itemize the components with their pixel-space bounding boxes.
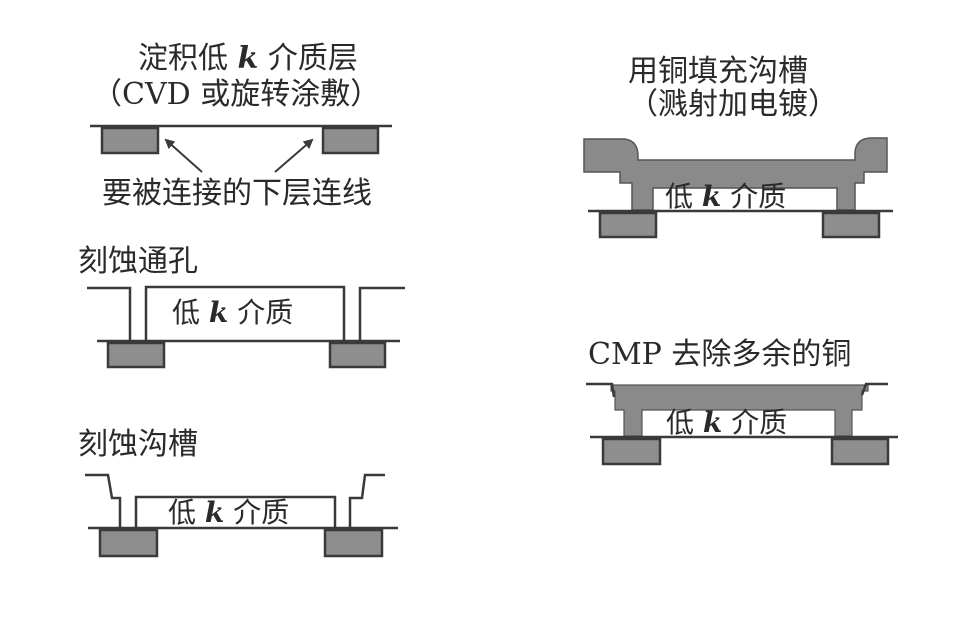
dielectric-left-outline xyxy=(85,473,122,528)
step-deposit-title: 淀积低 k 介质层 xyxy=(138,42,358,76)
low-k-dielectric-label: 低 k 介质 xyxy=(666,408,787,438)
copper-overfill xyxy=(583,137,888,211)
lower-metal-left xyxy=(98,528,159,558)
step-deposit-subtitle: （CVD 或旋转涂敷） xyxy=(92,77,381,112)
dielectric-left-outline xyxy=(586,382,616,398)
k-symbol: k xyxy=(204,496,225,529)
dielectric-center-outline xyxy=(134,495,337,528)
label-text: 介质 xyxy=(224,496,290,529)
step-etch-via-title: 刻蚀通孔 xyxy=(78,244,198,279)
label-text: 低 xyxy=(172,296,209,329)
step-fill-copper-subtitle: （溅射加电镀） xyxy=(628,87,838,122)
lower-interconnect-annotation: 要被连接的下层连线 xyxy=(102,176,372,211)
k-symbol: k xyxy=(702,406,723,439)
k-symbol: k xyxy=(237,41,259,76)
lower-metal-left xyxy=(106,341,166,369)
title-text: 淀积低 xyxy=(138,41,238,76)
lower-metal-left xyxy=(598,211,658,239)
step-deposit-drawing xyxy=(90,124,392,173)
dielectric-right-outline xyxy=(348,473,385,528)
lower-metal-right xyxy=(821,211,881,239)
k-symbol: k xyxy=(208,296,229,329)
lower-metal-left xyxy=(100,126,160,155)
step-fill-copper-drawing xyxy=(583,137,893,239)
step-cmp-title: CMP 去除多余的铜 xyxy=(588,337,852,372)
lower-metal-right xyxy=(323,528,384,558)
step-etch-trench-drawing xyxy=(85,473,398,558)
low-k-dielectric-label: 低 k 介质 xyxy=(665,182,786,212)
dielectric-right-outline xyxy=(358,286,405,341)
label-text: 低 xyxy=(665,180,702,213)
dielectric-right-outline xyxy=(860,382,888,396)
label-text: 介质 xyxy=(228,296,294,329)
step-cmp-drawing xyxy=(586,382,898,466)
lower-metal-right xyxy=(328,341,387,369)
dielectric-left-outline xyxy=(87,286,132,341)
arrow-right xyxy=(274,138,314,173)
dielectric-center-outline xyxy=(144,285,346,341)
step-etch-via-drawing xyxy=(87,285,405,369)
label-text: 介质 xyxy=(722,406,788,439)
title-text: 介质层 xyxy=(258,41,358,76)
low-k-dielectric-label: 低 k 介质 xyxy=(172,298,293,328)
arrow-left xyxy=(164,138,203,173)
k-symbol: k xyxy=(701,180,722,213)
label-text: 低 xyxy=(666,406,703,439)
step-fill-copper-title: 用铜填充沟槽 xyxy=(628,54,808,89)
label-text: 低 xyxy=(168,496,205,529)
lower-metal-right xyxy=(321,126,380,155)
low-k-dielectric-label: 低 k 介质 xyxy=(168,498,289,528)
step-etch-trench-title: 刻蚀沟槽 xyxy=(78,427,198,462)
lower-metal-left xyxy=(601,437,662,466)
lower-metal-right xyxy=(830,437,890,466)
label-text: 介质 xyxy=(721,180,787,213)
